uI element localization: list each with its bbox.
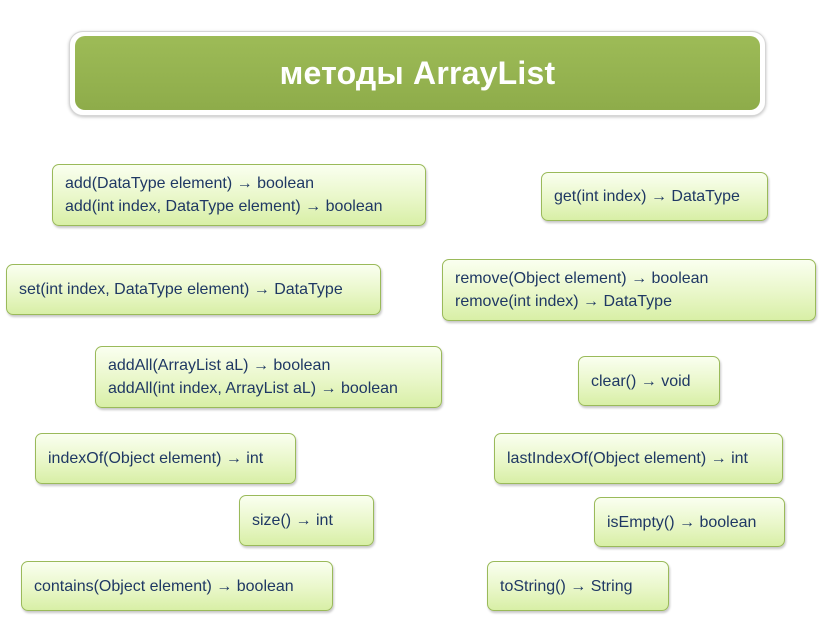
method-indexof: indexOf(Object element) → int (48, 450, 264, 467)
method-box-lastindexof: lastIndexOf(Object element) → int (494, 433, 783, 484)
method-box-indexof: indexOf(Object element) → int (35, 433, 296, 484)
method-get: get(int index) → DataType (554, 188, 740, 205)
method-remove-index: remove(int index) → DataType (455, 293, 672, 310)
method-addall: addAll(ArrayList aL) → boolean (108, 357, 331, 374)
title-banner: методы ArrayList (69, 31, 766, 116)
method-box-clear: clear() → void (578, 356, 720, 406)
method-box-addall: addAll(ArrayList aL) → boolean addAll(in… (95, 346, 442, 408)
method-clear: clear() → void (591, 372, 691, 390)
method-remove-object: remove(Object element) → boolean (455, 270, 709, 287)
method-box-isempty: isEmpty() → boolean (594, 497, 785, 547)
method-size: size() → int (252, 512, 333, 529)
method-contains: contains(Object element) → boolean (34, 577, 294, 595)
method-lastindexof: lastIndexOf(Object element) → int (507, 450, 748, 467)
method-addall-index: addAll(int index, ArrayList aL) → boolea… (108, 380, 398, 397)
method-add-index-element: add(int index, DataType element) → boole… (65, 198, 383, 215)
method-box-size: size() → int (239, 495, 374, 546)
method-add-element: add(DataType element) → boolean (65, 175, 315, 192)
page-title: методы ArrayList (279, 54, 556, 91)
method-box-add: add(DataType element) → boolean add(int … (52, 164, 426, 226)
method-box-contains: contains(Object element) → boolean (21, 561, 333, 611)
title-banner-fill: методы ArrayList (75, 36, 760, 110)
method-box-set: set(int index, DataType element) → DataT… (6, 264, 381, 315)
method-set: set(int index, DataType element) → DataT… (19, 281, 343, 298)
method-isempty: isEmpty() → boolean (607, 513, 757, 531)
method-box-get: get(int index) → DataType (541, 172, 768, 221)
method-box-tostring: toString() → String (487, 561, 669, 611)
method-tostring: toString() → String (500, 577, 633, 595)
method-box-remove: remove(Object element) → boolean remove(… (442, 259, 816, 321)
